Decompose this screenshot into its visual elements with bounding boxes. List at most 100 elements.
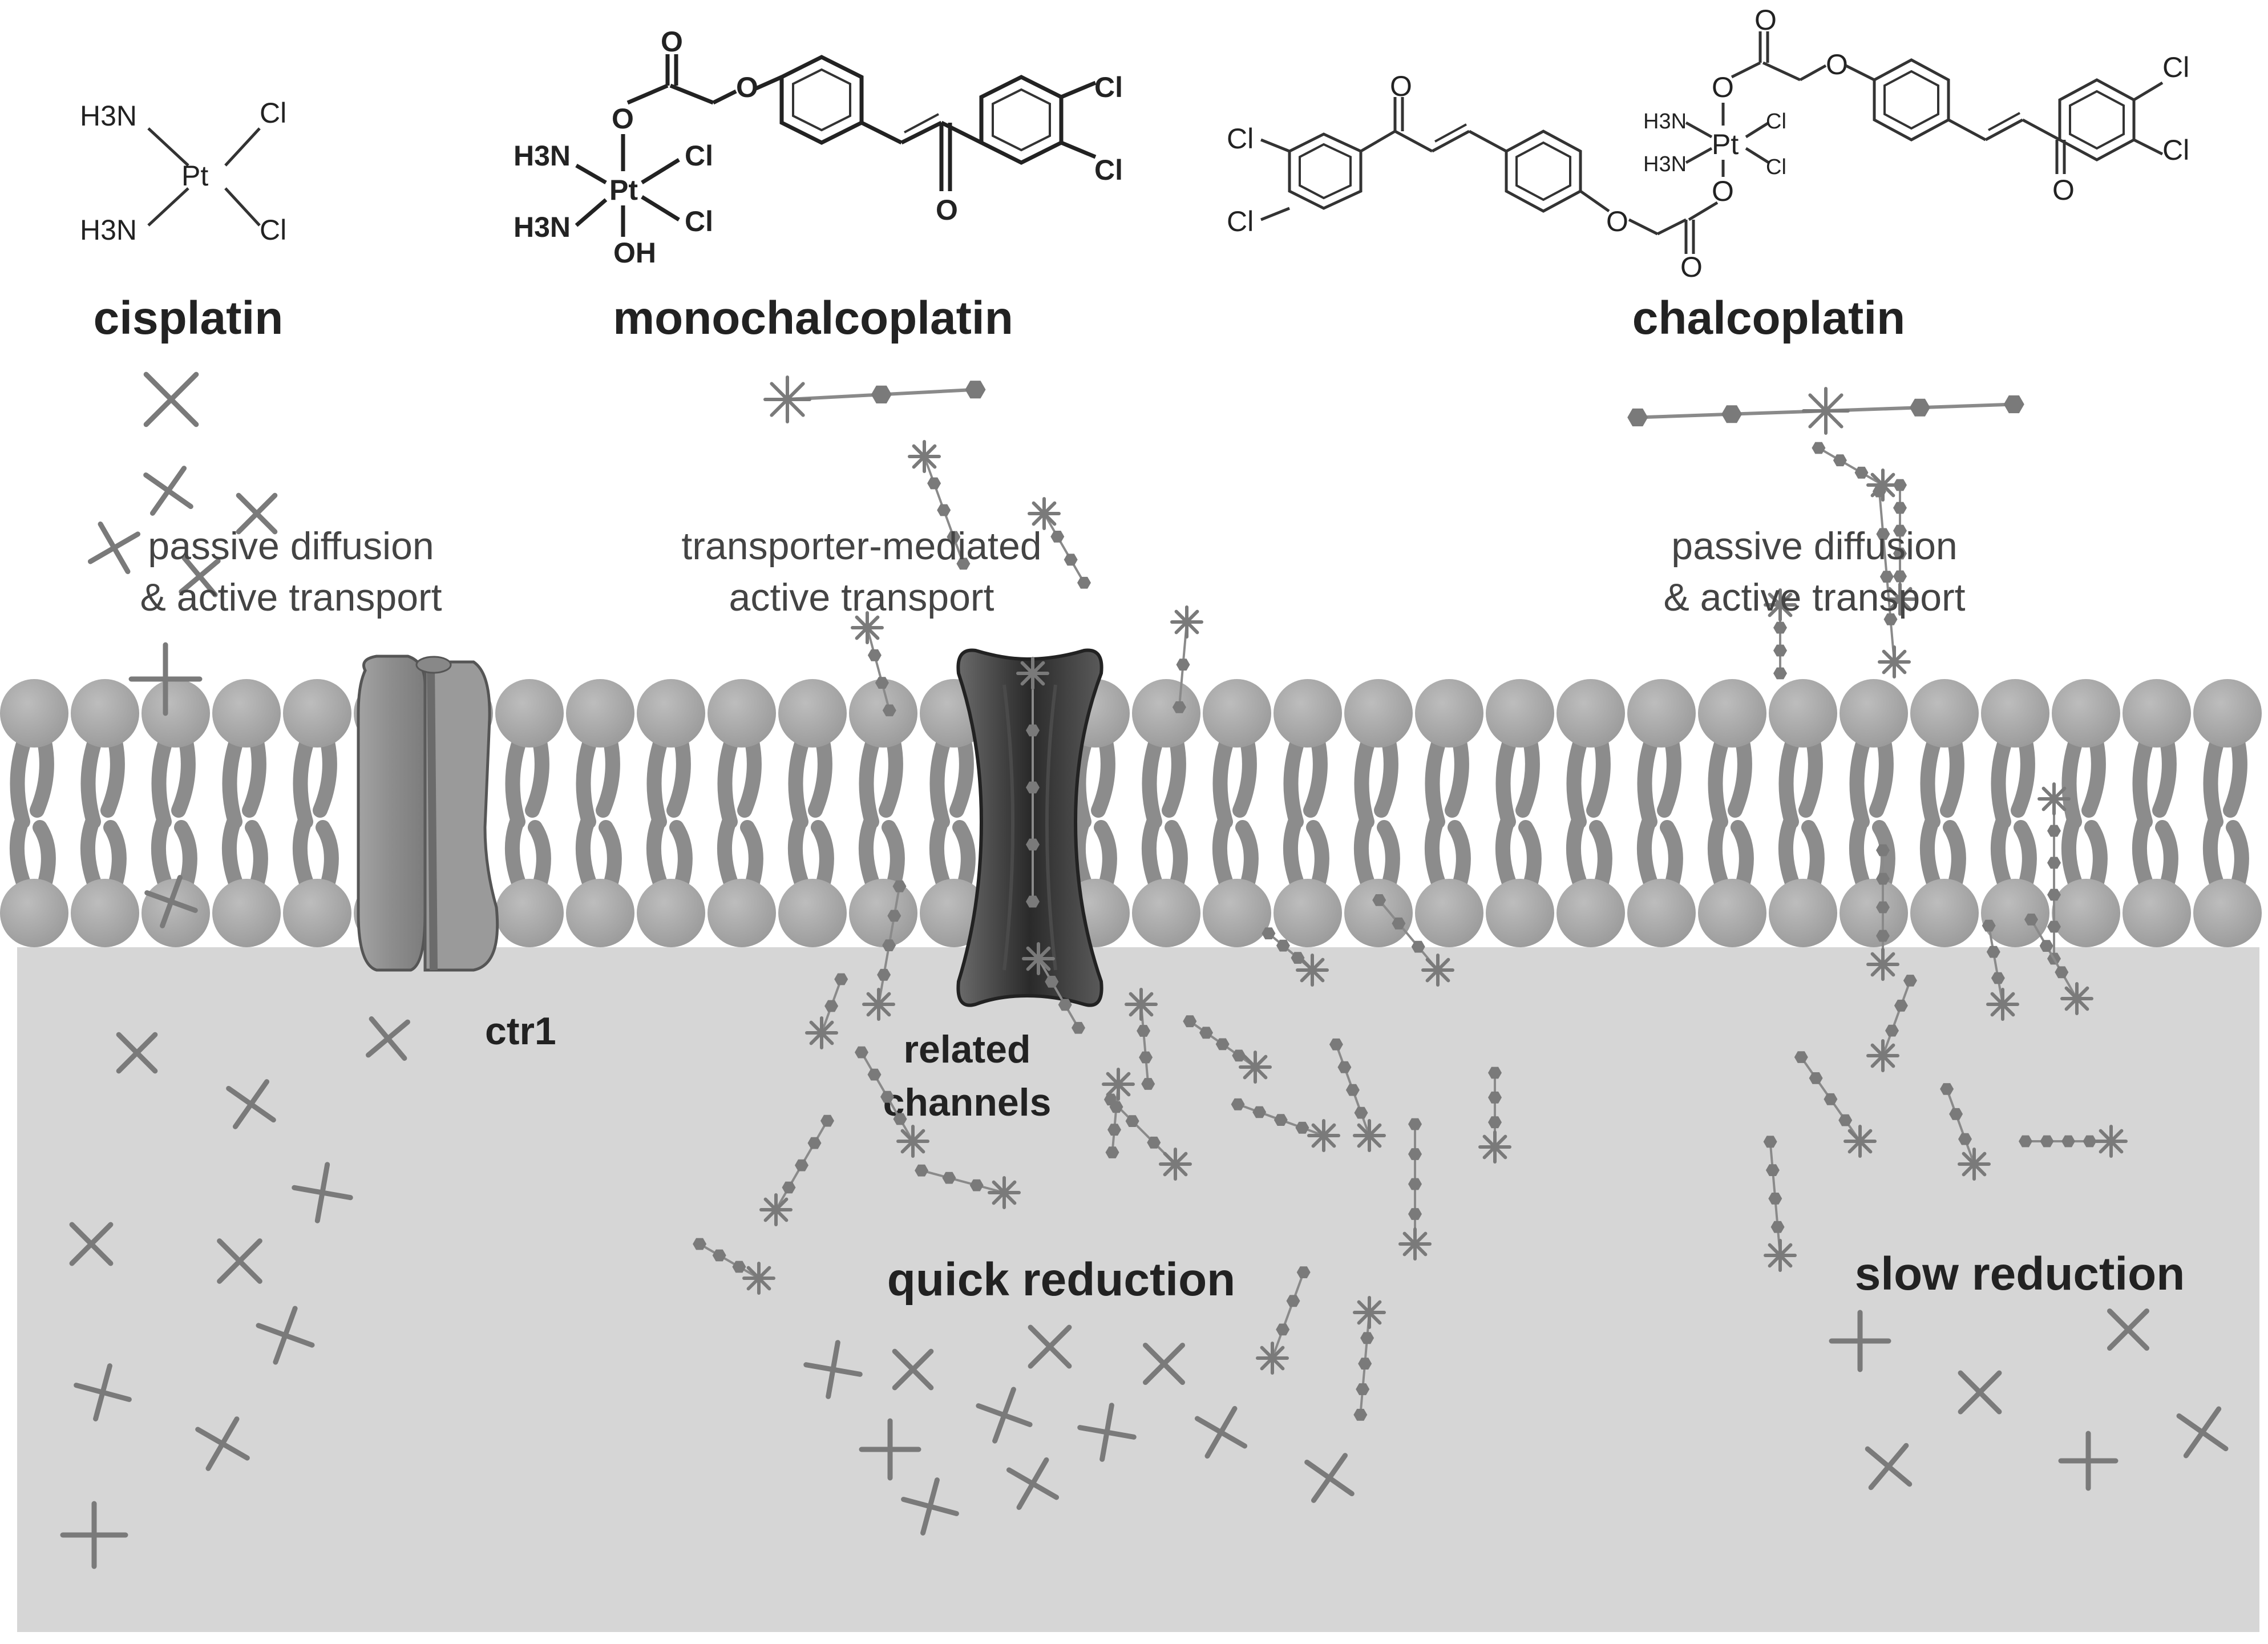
prodrug-molecule-icon — [1866, 975, 1917, 1072]
lipid-tail — [292, 814, 314, 892]
lipid-tail — [2061, 814, 2083, 892]
cisplatin-molecule-icon — [1829, 1310, 1891, 1372]
lipid-tail — [151, 814, 173, 892]
cisplatin-molecule-icon — [859, 1418, 921, 1481]
lipid-head — [0, 879, 68, 947]
prodrug-molecule-icon — [1262, 927, 1329, 987]
lipid-tail — [2132, 734, 2154, 829]
lipid-head — [1840, 879, 1908, 947]
svg-text:O: O — [1826, 49, 1848, 80]
svg-text:Cl: Cl — [1227, 123, 1254, 155]
lipid-tail — [1708, 734, 1729, 829]
lipid-tail — [2084, 820, 2108, 892]
svg-text:O: O — [1680, 251, 1703, 283]
lipid-head — [1415, 679, 1483, 748]
prodrug-molecule-icon — [851, 611, 896, 717]
lipid-head — [1132, 879, 1200, 947]
svg-text:Cl: Cl — [260, 214, 286, 246]
lipid-tail — [1165, 820, 1188, 892]
svg-text:H3N: H3N — [514, 211, 571, 243]
lipid-head — [495, 679, 564, 748]
lipid-tail — [1377, 820, 1400, 892]
lipid-head — [1203, 879, 1271, 947]
prodrug-molecule-icon — [1016, 657, 1049, 908]
cisplatin-molecule-icon — [236, 492, 278, 535]
prodrug-molecule-icon — [1170, 605, 1203, 713]
lipid-tail — [949, 734, 974, 818]
svg-text:Cl: Cl — [2162, 51, 2189, 83]
quick-reduction-label: quick reduction — [887, 1254, 1236, 1306]
prodrug-molecule-icon — [1764, 588, 1797, 680]
lipid-head — [566, 879, 634, 947]
lipid-tail — [2081, 734, 2106, 818]
prodrug-molecule-icon — [693, 1238, 775, 1295]
cisplatin-transport-line2: & active transport — [140, 576, 442, 619]
related-channel — [956, 648, 1103, 1007]
lipid-tail — [1586, 734, 1611, 818]
cisplatin-molecule-icon — [69, 1222, 114, 1266]
lipid-tail — [882, 820, 905, 892]
lipid-tail — [1728, 734, 1752, 818]
lipid-tail — [787, 814, 810, 892]
svg-text:O: O — [2052, 174, 2075, 206]
cisplatin-molecule-icon — [143, 371, 199, 427]
lipid-tail — [859, 734, 880, 829]
lipid-tail — [33, 820, 56, 892]
lipid-head — [71, 679, 139, 748]
svg-text:O: O — [1606, 205, 1628, 237]
lipid-head — [1557, 679, 1625, 748]
lipid-tail — [2011, 734, 2035, 818]
lipid-tail — [1707, 814, 1729, 892]
cisplatin-molecule-icon — [366, 1016, 410, 1061]
lipid-tail — [1731, 820, 1754, 892]
lipid-tail — [30, 734, 54, 818]
cisplatin-molecule-icon — [256, 1306, 315, 1365]
channels-label-line1: related — [904, 1028, 1031, 1071]
prodrug-molecule-icon — [1231, 1098, 1340, 1152]
lipid-head — [1203, 679, 1271, 748]
lipid-tail — [669, 820, 693, 892]
lipid-tail — [1589, 820, 1612, 892]
svg-text:H3N: H3N — [80, 100, 137, 132]
lipid-head — [637, 679, 705, 748]
lipid-tail — [1235, 820, 1259, 892]
lipid-head — [1769, 879, 1837, 947]
prodrug-molecule-icon — [855, 1046, 929, 1158]
lipid-tail — [879, 734, 903, 818]
slow-reduction-label: slow reduction — [1855, 1248, 2185, 1300]
prodrug-molecule-icon — [2019, 1125, 2128, 1158]
lipid-head — [495, 879, 564, 947]
lipid-tail — [1518, 820, 1542, 892]
prodrug-molecule-icon — [908, 440, 971, 570]
svg-text:Cl: Cl — [685, 140, 713, 172]
lipid-tail — [221, 814, 244, 892]
lipid-tail — [9, 814, 31, 892]
lipid-tail — [2202, 814, 2225, 892]
lipid-head — [708, 879, 776, 947]
lipid-tail — [1849, 814, 1871, 892]
lipid-tail — [1919, 814, 1942, 892]
lipid-tail — [1232, 734, 1257, 818]
lipid-tail — [1495, 734, 1517, 829]
lipid-head — [1344, 679, 1413, 748]
lipid-head — [1910, 879, 1979, 947]
lipid-head — [1981, 679, 2049, 748]
cisplatin-molecule-icon — [1865, 1443, 1913, 1490]
lipid-tail — [80, 734, 102, 829]
lipid-head — [71, 879, 139, 947]
lipid-tail — [2014, 820, 2037, 892]
lipid-tail — [2223, 734, 2247, 818]
lipid-head — [1769, 679, 1837, 748]
lipid-tail — [2152, 734, 2177, 818]
svg-text:Cl: Cl — [1094, 71, 1123, 103]
lipid-tail — [666, 734, 691, 818]
chalco-transport-line1: passive diffusion — [1671, 524, 1958, 568]
lipid-head — [2193, 679, 2262, 748]
cisplatin-molecule-icon — [2107, 1308, 2150, 1351]
prodrug-molecule-icon — [1329, 1038, 1386, 1152]
cisplatin-molecule-icon — [1958, 1370, 2002, 1415]
lipid-head — [1557, 879, 1625, 947]
lipid-tail — [575, 814, 597, 892]
lipid-tail — [717, 814, 739, 892]
prodrug-molecule-icon — [763, 375, 986, 423]
